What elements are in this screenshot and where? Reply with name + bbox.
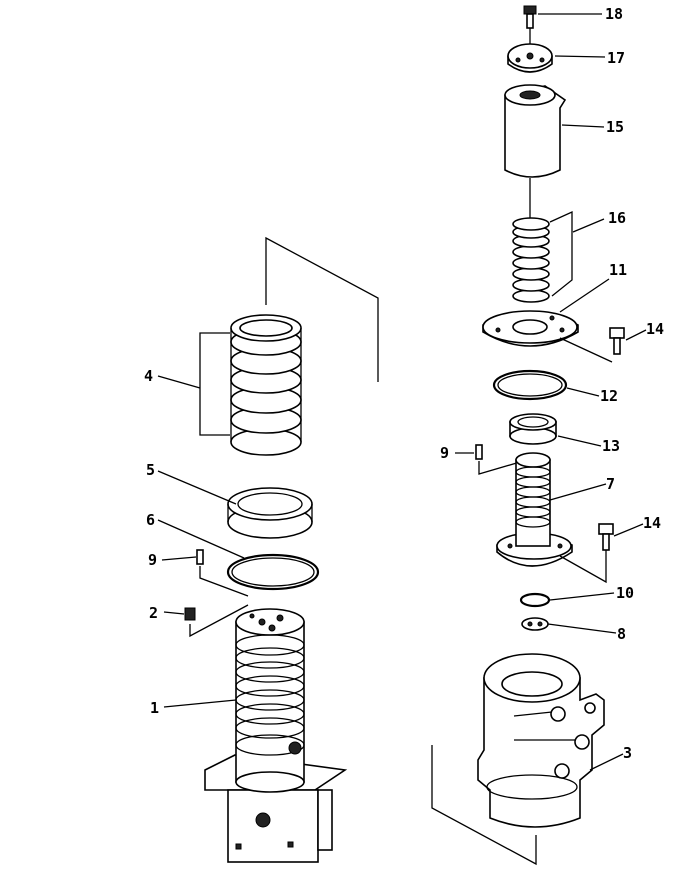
callout-6: 6 bbox=[146, 511, 155, 529]
callout-8: 8 bbox=[617, 625, 626, 643]
part-17-cover-plate bbox=[507, 43, 553, 73]
callout-1: 1 bbox=[150, 699, 159, 717]
part-3-housing bbox=[477, 653, 605, 828]
part-14-bolt-upper bbox=[609, 327, 625, 355]
callout-3: 3 bbox=[623, 744, 632, 762]
leader-lines bbox=[157, 13, 647, 771]
part-18-bolt bbox=[523, 5, 537, 44]
callout-7: 7 bbox=[606, 475, 615, 493]
part-12-o-ring bbox=[492, 369, 568, 401]
part-13-bearing bbox=[509, 413, 557, 445]
callout-15: 15 bbox=[606, 118, 624, 136]
left-guide-lines bbox=[265, 236, 379, 382]
callout-14-upper: 14 bbox=[646, 320, 664, 338]
right-guide-lines bbox=[431, 745, 537, 866]
callout-16: 16 bbox=[608, 209, 626, 227]
callout-13: 13 bbox=[602, 437, 620, 455]
part-7-shaft bbox=[496, 452, 607, 584]
part-2-plug bbox=[184, 604, 249, 638]
callout-labels: 1 2 3 4 5 6 7 8 9 9 10 11 12 13 14 14 15… bbox=[144, 5, 664, 762]
callout-18: 18 bbox=[605, 5, 623, 23]
callout-14-lower: 14 bbox=[643, 514, 661, 532]
part-4-seal-rings bbox=[230, 314, 302, 456]
part-16-seal-stack bbox=[512, 210, 573, 303]
part-10-o-ring-small bbox=[519, 592, 551, 608]
callout-9-right: 9 bbox=[440, 444, 449, 462]
part-6-snap-ring bbox=[226, 553, 320, 591]
callout-11: 11 bbox=[609, 261, 627, 279]
callout-12: 12 bbox=[600, 387, 618, 405]
callout-10: 10 bbox=[616, 584, 634, 602]
part-9-pin-left bbox=[196, 549, 249, 597]
part-11-flange-plate bbox=[482, 310, 613, 363]
part-9-pin-right bbox=[475, 444, 521, 475]
callout-17: 17 bbox=[607, 49, 625, 67]
callout-5: 5 bbox=[146, 461, 155, 479]
callout-4: 4 bbox=[144, 367, 153, 385]
part-8-thrust-plate bbox=[521, 617, 549, 631]
part-15-cover bbox=[504, 84, 567, 218]
part-5-bearing-ring bbox=[227, 487, 313, 539]
callout-2: 2 bbox=[149, 604, 158, 622]
part-14-bolt-lower bbox=[598, 523, 614, 551]
callout-9-left: 9 bbox=[148, 551, 157, 569]
part-1-rotor bbox=[204, 608, 348, 863]
